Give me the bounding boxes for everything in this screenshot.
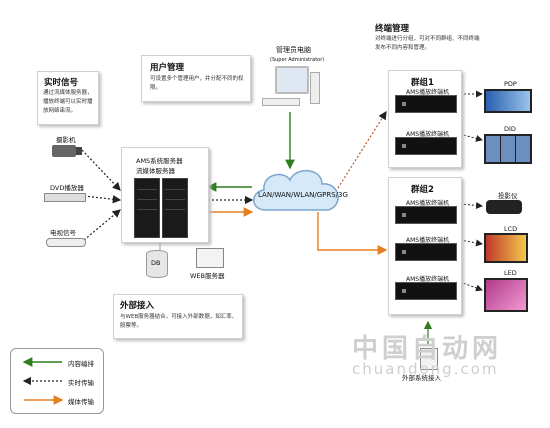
pdp-screen-icon [484,89,532,113]
watermark-cn: 中国自动网 [352,334,503,364]
db-cylinder-icon [146,250,168,278]
group2-unit-2-label: AMS播放终端机 [406,237,450,244]
tv-signal-icon [46,238,86,247]
monitor-icon [275,66,309,94]
source-desc: 通过流媒体服务器，播放终端可以实时播放网络串流。 [43,90,93,114]
did-video-wall-icon [484,134,532,164]
network-label: LAN/WAN/WLAN/GPRS/3G [258,191,348,199]
legend-box [10,348,104,414]
camera-label: 摄影机 [56,136,76,144]
external-system-icon [420,348,438,370]
network-cloud-icon [253,170,339,211]
server-label-1: AMS系统服务器 [136,157,183,165]
legend-item-realtime: 实时传输 [68,379,94,387]
external-desc: 与WEB服务器结合，可接入外部数据，如汇率、股票等。 [120,314,238,329]
camera-icon [52,145,76,157]
arrow-camera-to-server [81,149,121,191]
user-mgmt-desc: 可设置多个管理用户，并分配不同的权限。 [150,76,244,91]
user-mgmt-box: 用户管理 可设置多个管理用户，并分配不同的权限。 [141,55,251,102]
admin-pc-sub: (Super Administrator) [270,57,325,63]
server-rack-icon [134,178,160,238]
lcd-screen-icon [484,233,528,263]
keyboard-icon [262,98,300,106]
display-pdp-label: PDP [504,80,517,88]
group1-title: 群组1 [411,78,434,88]
display-led-label: LED [504,269,517,277]
group2-unit-3: AMS播放终端机 [395,276,457,300]
external-title: 外部接入 [120,301,155,311]
camera-lens-icon [76,147,82,155]
dvd-label: DVD播放器 [50,184,84,192]
server-label-2: 流媒体服务器 [136,167,175,175]
arrow-cloud-to-group1 [337,110,387,189]
server-box: AMS系统服务器 流媒体服务器 [121,147,209,243]
display-projector-label: 投影仪 [498,192,518,200]
web-server-label: WEB服务器 [190,272,225,280]
pc-tower-icon [310,72,320,104]
legend-item-content: 内容编排 [68,360,94,368]
source-box: 实时信号 通过流媒体服务器，播放终端可以实时播放网络串流。 [37,71,99,125]
group1-unit-1-label: AMS播放终端机 [406,89,450,96]
group2-title: 群组2 [411,185,434,195]
terminal-mgmt-title: 终端管理 [375,24,410,34]
group2-unit-3-label: AMS播放终端机 [406,276,450,283]
group1-unit-1: AMS播放终端机 [395,89,457,113]
external-system-label: 外部系统接入 [402,374,441,382]
display-did-label: DID [504,125,516,133]
external-box: 外部接入 与WEB服务器结合，可接入外部数据，如汇率、股票等。 [113,294,243,339]
display-lcd-label: LCD [504,225,518,233]
arrow-dvd-to-server [83,195,122,204]
terminal-mgmt-desc: 对终端进行分组，可对不同群组、不同终端发布不同内容和管理。 [375,36,480,51]
source-title: 实时信号 [44,78,79,88]
tv-signal-label: 电视信号 [50,229,76,237]
led-screen-icon [484,278,528,312]
group2-unit-1-label: AMS播放终端机 [406,200,450,207]
arrow-tv-to-server [83,209,121,241]
group2-unit-2: AMS播放终端机 [395,237,457,261]
db-label: DB [151,259,161,267]
legend-item-media: 媒体传输 [68,398,94,406]
group1-unit-2-label: AMS播放终端机 [406,131,450,138]
dvd-player-icon [44,193,86,202]
server-rack-icon-2 [162,178,188,238]
group1-unit-2: AMS播放终端机 [395,131,457,155]
watermark-en: chuandong.com [352,360,499,378]
arrow-cloud-to-group2 [317,212,388,255]
projector-icon [486,200,522,214]
admin-pc-label: 管理员电脑 [276,46,311,54]
group2-box: 群组2 AMS播放终端机 AMS播放终端机 AMS播放终端机 [388,177,462,315]
group1-box: 群组1 AMS播放终端机 AMS播放终端机 [388,70,462,168]
group2-unit-1: AMS播放终端机 [395,200,457,224]
user-mgmt-title: 用户管理 [150,63,185,73]
web-server-icon [196,248,224,268]
